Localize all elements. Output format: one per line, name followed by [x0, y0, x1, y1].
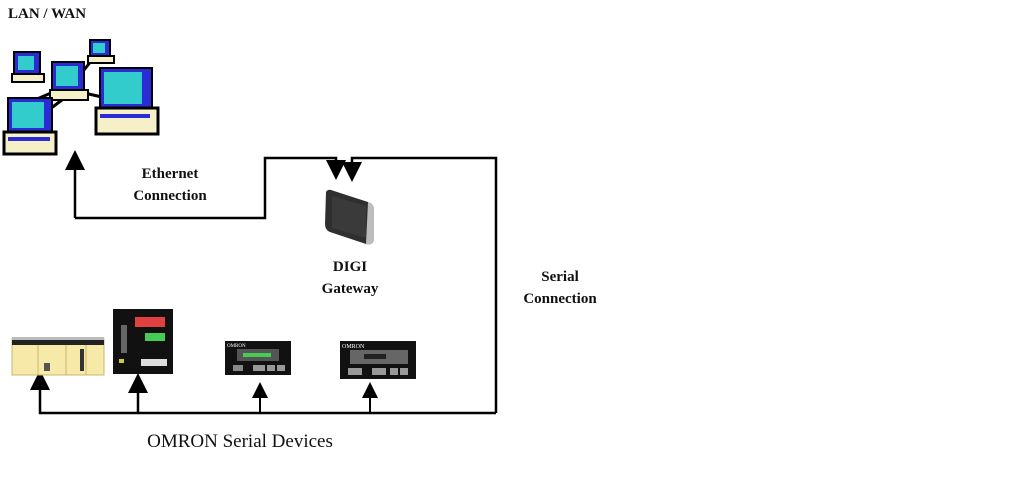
computer-icon	[11, 51, 45, 83]
lan-wan-label: LAN / WAN	[8, 6, 87, 22]
computer-icon	[2, 97, 58, 156]
gateway-label-line2: Gateway	[321, 281, 379, 297]
ethernet-line	[75, 156, 346, 220]
serial-bus-line	[30, 370, 496, 415]
meter-brand: OMRON	[227, 344, 246, 349]
panel-meter-icon: OMRON	[225, 341, 291, 375]
computer-icon	[87, 39, 115, 64]
ethernet-label-line2: Connection	[133, 188, 207, 204]
panel-meter-icon: OMRON	[340, 341, 416, 379]
gateway-label-line1: DIGI	[332, 259, 368, 275]
serial-connection-label: Serial Connection	[500, 266, 620, 310]
serial-line	[342, 156, 498, 413]
serial-label-line1: Serial	[541, 269, 579, 285]
computer-icon	[94, 67, 160, 136]
computer-network-icon	[2, 39, 160, 156]
ethernet-label-line1: Ethernet	[141, 166, 199, 182]
temperature-controller-icon	[113, 309, 173, 374]
omron-serial-devices-label: OMRON Serial Devices	[147, 431, 333, 452]
gateway-label: DIGI Gateway	[290, 256, 410, 300]
gateway-device-icon	[325, 189, 374, 245]
serial-label-line2: Connection	[523, 291, 597, 307]
meter-brand: OMRON	[342, 344, 365, 350]
ethernet-connection-label: Ethernet Connection	[110, 163, 230, 207]
plc-icon	[11, 337, 105, 376]
computer-icon	[49, 61, 89, 101]
